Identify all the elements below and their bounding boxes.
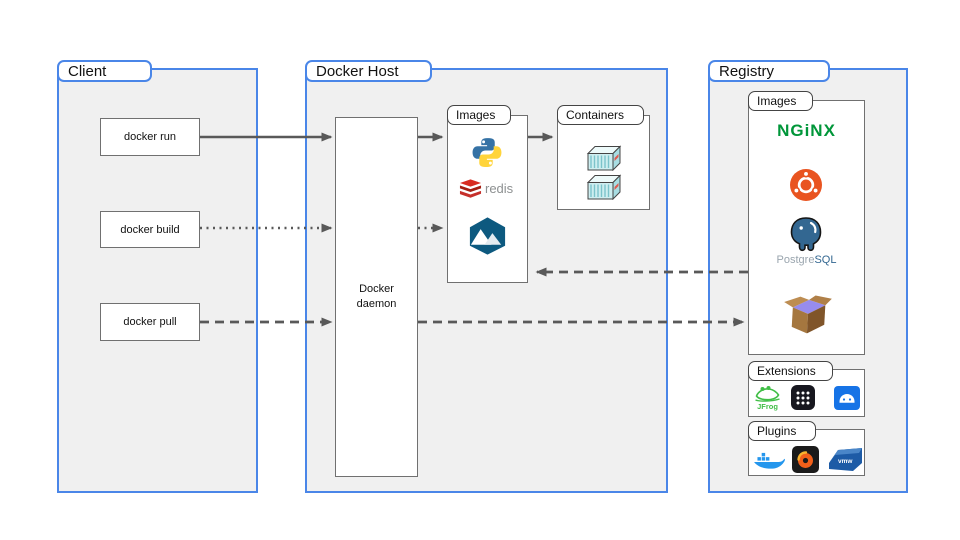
container-icon [586, 174, 622, 200]
docker-pull-node: docker pull [100, 303, 200, 341]
postgresql-icon [790, 217, 822, 252]
docker-host-section-title: Docker Host [305, 60, 432, 82]
redis-label: redis [485, 181, 514, 196]
app-grid-icon [791, 385, 815, 410]
vmware-label: vmw [838, 458, 853, 465]
python-icon [472, 138, 502, 167]
docker-daemon-label: Docker daemon [356, 282, 397, 310]
extensions-title-label: Extensions [757, 364, 816, 378]
plugins-panel-title: Plugins [748, 421, 816, 441]
registry-images-panel-title: Images [748, 91, 813, 111]
robot-app-icon [834, 386, 860, 410]
containers-title-label: Containers [566, 108, 625, 122]
registry-title-label: Registry [719, 62, 775, 80]
extensions-panel-title: Extensions [748, 361, 833, 381]
postgresql-label: PostgreSQL [748, 254, 865, 266]
grafana-icon [792, 446, 819, 473]
docker-daemon-node: Docker daemon [335, 117, 418, 477]
postgresql-label-blue: SQL [814, 254, 837, 266]
docker-build-label: docker build [120, 223, 180, 236]
docker-build-node: docker build [100, 211, 200, 248]
plugins-title-label: Plugins [757, 424, 797, 438]
nginx-wordmark: NGiNX [777, 121, 836, 140]
ubuntu-icon [790, 169, 822, 201]
docker-run-label: docker run [124, 131, 176, 143]
registry-section-title: Registry [708, 60, 830, 82]
registry-images-title-label: Images [757, 94, 797, 108]
open-box-icon [784, 295, 832, 334]
jfrog-icon [755, 386, 780, 402]
docker-run-node: docker run [100, 118, 200, 156]
docker-host-title-label: Docker Host [316, 62, 399, 80]
containers-panel-title: Containers [557, 105, 644, 125]
docker-whale-icon [754, 452, 785, 469]
vmware-icon: vmw [829, 448, 862, 471]
client-title-label: Client [68, 62, 107, 80]
postgresql-label-gray: Postgre [776, 254, 815, 266]
redis-icon [459, 179, 482, 198]
host-images-title-label: Images [456, 108, 496, 122]
jfrog-label: JFrog [757, 402, 778, 411]
host-images-panel-title: Images [447, 105, 511, 125]
alpine-icon [469, 217, 506, 255]
container-icon [586, 145, 622, 171]
client-section-title: Client [57, 60, 152, 82]
docker-pull-label: docker pull [123, 316, 177, 328]
